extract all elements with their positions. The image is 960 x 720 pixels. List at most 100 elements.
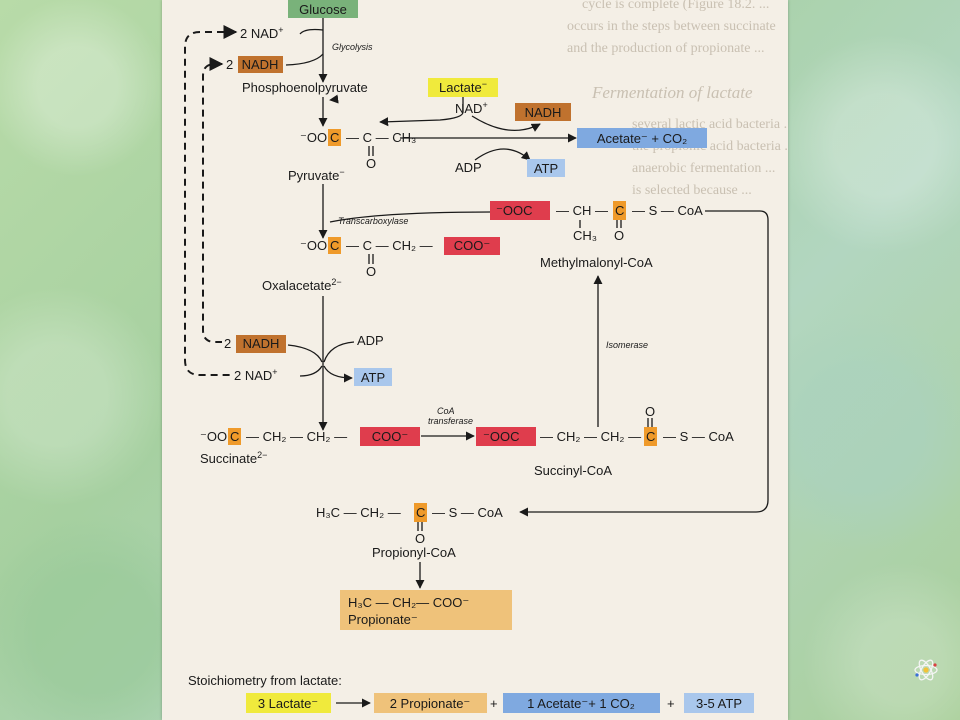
succinylcoa-formula-d: — S — CoA xyxy=(663,429,734,444)
glucose-label: Glucose xyxy=(299,2,347,17)
lactate-label: Lactate− xyxy=(439,79,487,95)
stoich-acetate-box xyxy=(503,693,660,713)
methylmalonyl-o: O xyxy=(614,228,624,243)
glycolysis-label: Glycolysis xyxy=(332,42,373,52)
ghost-line: occurs in the steps between succinate xyxy=(567,19,776,34)
stoich-plus-2: + xyxy=(667,696,675,711)
propionylcoa-o: O xyxy=(415,531,425,546)
propionylcoa-carbonyl-box xyxy=(414,503,427,522)
coa-transferase-label-1: CoA xyxy=(437,406,455,416)
succinylcoa-formula-c: C xyxy=(646,429,655,444)
pep-label: Phosphoenolpyruvate xyxy=(242,80,368,95)
isomerase-label: Isomerase xyxy=(606,340,648,350)
dashed-loop-outer xyxy=(184,25,238,376)
ghost-line: is selected because ... xyxy=(632,183,752,198)
succinylcoa-cooh-box xyxy=(476,427,536,446)
stoich-lactate-box xyxy=(246,693,331,713)
atp-mid-box xyxy=(354,368,392,386)
succinate-formula-b: C xyxy=(230,429,239,444)
succinylcoa-o: O xyxy=(645,404,655,419)
nadh-top-label: NADH xyxy=(242,57,279,72)
pyruvate-o: O xyxy=(366,156,376,171)
atp-right-label: ATP xyxy=(534,161,558,176)
succinate-formula-c: — CH₂ — CH₂ — xyxy=(246,429,347,444)
methylmalonyl-carbonyl-box xyxy=(613,201,626,220)
methylmalonyl-cooh-box xyxy=(490,201,550,220)
propionate-box xyxy=(340,590,512,630)
propionylcoa-formula-b: C xyxy=(416,505,425,520)
oxalacetate-formula-a: ⁻OO xyxy=(300,238,327,253)
nadh-right-label: NADH xyxy=(525,105,562,120)
stoich-lactate: 3 Lactate⁻ xyxy=(258,696,318,711)
succinylcoa-formula-a: ⁻OOC xyxy=(483,429,519,444)
nadh-mid-curve xyxy=(287,344,323,363)
succinate-coo-box xyxy=(360,427,420,446)
nad-mid-label: 2 NAD+ xyxy=(234,367,278,383)
oxalacetate-carboxyl-box xyxy=(328,237,341,254)
pyruvate-formula-b: C xyxy=(330,130,339,145)
atp-mid-curve xyxy=(323,365,353,383)
coa-loop-arrow xyxy=(519,210,769,517)
ghost-line: and the production of propionate ... xyxy=(567,41,765,56)
acetate-co2-label: Acetate⁻ + CO₂ xyxy=(597,131,687,146)
pyruvate-label: Pyruvate− xyxy=(288,167,345,183)
methylmalonyl-formula-c: C xyxy=(615,203,624,218)
propionylcoa-formula-c: — S — CoA xyxy=(432,505,503,520)
pyruvate-formula-c: — C — CH₃ xyxy=(346,130,416,145)
coa-transferase-label-2: transferase xyxy=(428,416,473,426)
atom-icon xyxy=(914,659,938,681)
succinate-formula-d: COO⁻ xyxy=(372,429,408,444)
nad-top-curve xyxy=(299,28,324,35)
nadh-top-num: 2 xyxy=(226,57,233,72)
ghost-line: Fermentation of lactate xyxy=(591,83,753,102)
succinate-label: Succinate2− xyxy=(200,450,267,466)
nadh-mid-num: 2 xyxy=(224,336,231,351)
stoich-propionate-box xyxy=(374,693,487,713)
stoich-atp-box xyxy=(684,693,754,713)
lactate-down-bend xyxy=(379,111,464,127)
methylmalonyl-formula-d: — S — CoA xyxy=(632,203,703,218)
stoich-acetate: 1 Acetate⁻+ 1 CO₂ xyxy=(527,696,635,711)
nadh-mid-box xyxy=(236,335,286,353)
transcarboxylase-label: Transcarboxylase xyxy=(338,216,408,226)
oxalacetate-label: Oxalacetate2− xyxy=(262,277,342,293)
adp-mid-curve xyxy=(323,341,355,363)
stoich-title: Stoichiometry from lactate: xyxy=(188,673,342,688)
methylmalonyl-formula-a: ⁻OOC xyxy=(496,203,532,218)
methylmalonyl-formula-b: — CH — xyxy=(556,203,608,218)
nad-mid-curve xyxy=(299,365,323,377)
ghost-line: cycle is complete (Figure 18.2. ... xyxy=(582,0,769,12)
lactate-box xyxy=(428,78,498,97)
ghost-line: anaerobic fermentation ... xyxy=(632,161,775,176)
oxalacetate-o: O xyxy=(366,264,376,279)
oxalacetate-formula-d: COO⁻ xyxy=(454,238,490,253)
pyruvate-formula-a: ⁻OO xyxy=(300,130,327,145)
glucose-box xyxy=(288,0,358,18)
succinylcoa-label: Succinyl-CoA xyxy=(534,463,612,478)
atp-mid-label: ATP xyxy=(361,370,385,385)
nadh-right-box xyxy=(515,103,571,121)
nadh-mid-label: NADH xyxy=(243,336,280,351)
atp-right-box xyxy=(527,159,565,177)
propionate-label: Propionate⁻ xyxy=(348,612,418,627)
dashed-loop-inner xyxy=(202,57,224,343)
propionate-formula: H₃C — CH₂— COO⁻ xyxy=(348,595,469,610)
succinate-carboxyl-box xyxy=(228,428,241,445)
oxalacetate-formula-b: C xyxy=(330,238,339,253)
acetate-co2-box xyxy=(577,128,707,148)
oxalacetate-formula-c: — C — CH₂ — xyxy=(346,238,433,253)
methylmalonyl-ch3: CH₃ xyxy=(573,228,597,243)
stoich-atp: 3-5 ATP xyxy=(696,696,742,711)
transcarboxylase-curve xyxy=(329,211,491,223)
succinate-formula-a: ⁻OO xyxy=(200,429,227,444)
nadh-top-box xyxy=(238,56,283,73)
adp-mid-label: ADP xyxy=(357,333,384,348)
methylmalonyl-label: Methylmalonyl-CoA xyxy=(540,255,653,270)
nad-right-label: NAD+ xyxy=(455,100,488,116)
succinylcoa-carbonyl-box xyxy=(644,427,657,446)
oxalacetate-coo-box xyxy=(444,237,500,255)
nad-top-label: 2 NAD+ xyxy=(240,25,284,41)
propionylcoa-label: Propionyl-CoA xyxy=(372,545,456,560)
stoich-propionate: 2 Propionate⁻ xyxy=(390,696,471,711)
